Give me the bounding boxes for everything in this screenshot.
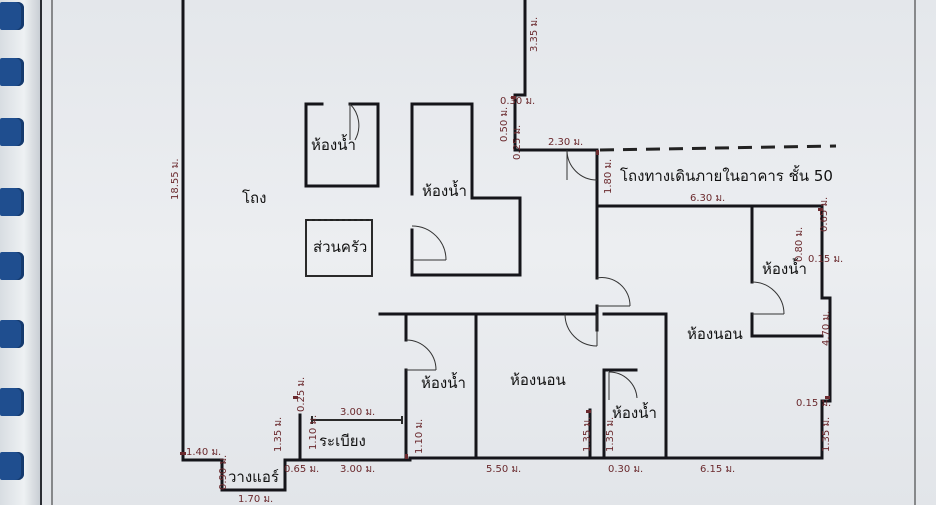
dimension-label: 6.15 ม. <box>700 464 735 475</box>
room-label-bathroom-1: ห้องน้ำ <box>311 134 356 154</box>
dimension-ticks <box>180 96 830 459</box>
corridor-wall <box>513 0 599 208</box>
dimension-label: 1.35 ม. <box>605 417 616 452</box>
door-swing <box>564 313 598 347</box>
door-swing <box>411 225 447 261</box>
binder-ring <box>0 188 24 216</box>
dimension-label: 5.50 ม. <box>486 464 521 475</box>
binder-ring <box>0 388 24 416</box>
corridor-dashed-line <box>599 144 837 152</box>
room-label-kitchen: ส่วนครัว <box>313 238 367 256</box>
binder-ring <box>0 452 24 480</box>
room-label-corridor: โถงทางเดินภายในอาคาร ชั้น 50 <box>620 165 833 185</box>
dimension-label: 1.70 ม. <box>238 494 273 505</box>
dimension-label: 0.65 ม. <box>819 197 830 232</box>
binder-spine <box>0 0 40 505</box>
dimension-label: 0.30 ม. <box>608 464 643 475</box>
dimension-label: 3.00 ม. <box>340 464 375 475</box>
binder-ring <box>0 118 24 146</box>
bathroom-top-wall <box>304 102 380 188</box>
dimension-label: 0.15 ม. <box>796 398 831 409</box>
room-label-ac: วางแอร์ <box>228 468 279 486</box>
dimension-label: 3.00 ม. <box>340 407 375 418</box>
dimension-label: 1.35 ม. <box>821 417 832 452</box>
dimension-label: 0.80 ม. <box>794 227 805 262</box>
dimension-label: 4.70 ม. <box>821 311 832 346</box>
dimension-label: 6.30 ม. <box>690 193 725 204</box>
dimension-label: 18.55 ม. <box>170 158 181 200</box>
dimension-label: 3.35 ม. <box>529 17 540 52</box>
dimension-label: 0.25 ม. <box>296 377 307 412</box>
dimension-label: 0.65 ม. <box>284 464 319 475</box>
room-label-bedroom-1: ห้องนอน <box>687 325 743 343</box>
binder-ring <box>0 320 24 348</box>
room-label-balcony: ระเบียง <box>319 432 366 450</box>
interior-wall <box>602 312 668 460</box>
door-swing <box>608 371 638 399</box>
dimension-label: 1.40 ม. <box>186 447 221 458</box>
dimension-label: 2.30 ม. <box>548 137 583 148</box>
room-label-hall: โถง <box>242 189 266 207</box>
room-label-bathroom-5: ห้องน้ำ <box>612 402 657 422</box>
door-swing <box>751 281 785 315</box>
dimension-label: 0.25 ม. <box>512 125 523 160</box>
outer-wall <box>181 0 302 492</box>
outer-wall <box>298 204 832 462</box>
dimension-label: 1.80 ม. <box>603 159 614 194</box>
bathroom-right-wall <box>750 312 824 338</box>
dimension-label: 1.35 ม. <box>582 417 593 452</box>
binder-ring <box>0 58 24 86</box>
bathroom-center-wall <box>410 102 522 277</box>
room-label-bathroom-2: ห้องน้ำ <box>422 180 467 200</box>
room-label-bedroom-2: ห้องนอน <box>510 371 566 389</box>
door-swing <box>566 149 598 181</box>
room-label-bathroom-3: ห้องน้ำ <box>762 258 807 278</box>
binder-ring <box>0 2 24 30</box>
dimension-label: 1.10 ม. <box>414 419 425 454</box>
dimension-label: 1.35 ม. <box>273 417 284 452</box>
door-swing <box>405 339 437 371</box>
dimension-label: 0.50 ม. <box>499 107 510 142</box>
binder-ring <box>0 252 24 280</box>
dimension-label: 1.10 ม. <box>308 415 319 450</box>
dimension-label: 0.15 ม. <box>808 254 843 265</box>
room-label-bathroom-4: ห้องน้ำ <box>421 372 466 392</box>
paper-sheet <box>42 0 936 505</box>
dimension-label: 0.90 ม. <box>218 455 229 490</box>
door-swing <box>349 103 360 141</box>
door-swing <box>596 277 631 307</box>
dimension-label: 0.30 ม. <box>500 96 535 107</box>
